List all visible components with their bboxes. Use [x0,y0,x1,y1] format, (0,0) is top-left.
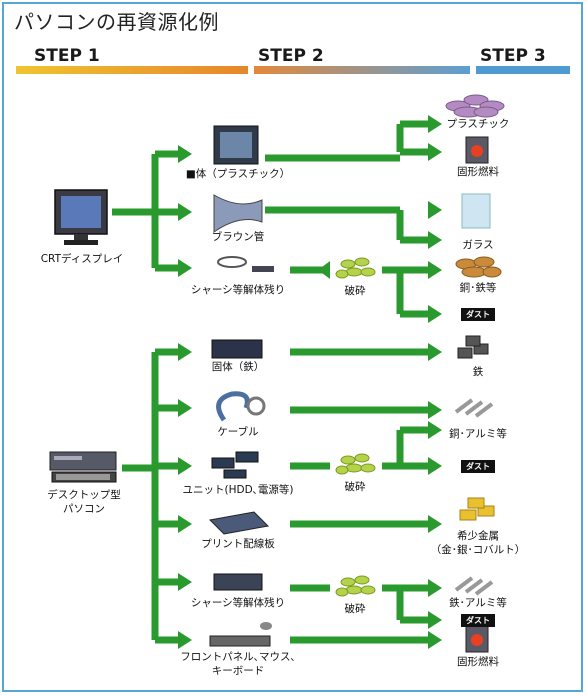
crushed-pile-icon [335,257,376,279]
fuel-label-1: 固形燃料 [457,166,499,178]
iron-label: 鉄 [472,366,484,378]
crush-label-3: 破砕 [344,603,366,615]
diagram-title: パソコンの再資源化例 [14,10,219,34]
fuel-barrel-icon [465,136,489,164]
crt-tube-icon [213,194,263,233]
circuit-board-icon [208,511,270,535]
unit-icon [211,451,259,479]
plastic-pieces-icon [445,94,505,118]
rare-metal-label-line2: （金･銀･コバルト） [430,544,526,556]
iron-al-label: 鉄･アルミ等 [449,597,507,609]
dust-badge-2: ダスト [461,460,495,473]
glass-label: ガラス [462,239,494,251]
gold-bar-icon [459,497,495,521]
metal-rods-icon [454,398,494,418]
tube-label: ブラウン管 [211,231,265,243]
step-1-bar [16,66,248,74]
cabinet-label: ■体（プラスチック） [185,168,291,180]
cabinet-icon [213,125,259,165]
crushed-pile-icon [335,453,376,475]
glass-icon [461,193,491,229]
crt-monitor-icon [54,189,108,245]
plastic-label: プラスチック [446,118,510,130]
desktop-label-line2: パソコン [63,503,105,515]
crt-display-label: CRTディスプレイ [40,253,124,265]
iron-case-icon [211,339,263,359]
rare-metal-label-line1: 希少金属 [457,530,499,542]
front-panel-label-line1: フロントパネル､マウス､ [180,651,296,663]
step-2-bar [254,66,470,74]
copper-iron-icon [455,256,502,278]
case-label: 固体（鉄） [211,361,265,373]
copper-iron-label: 銅･鉄等 [459,282,497,294]
desktop-chassis-label: シャーシ等解体残り [190,597,286,609]
desktop-label-line1: デスクトップ型 [47,489,121,501]
dust-badge-3: ダスト [461,614,495,627]
metal-rods-icon [454,576,494,596]
cable-label: ケーブル [217,426,259,438]
step-3-bar [476,66,570,74]
chassis-icon [213,573,263,591]
step-2-label: STEP 2 [258,46,324,66]
chassis-icon [217,256,274,272]
crushed-pile-icon [335,575,376,597]
unit-label: ユニット(HDD､電源等) [182,484,294,496]
crush-label-1: 破砕 [344,285,366,297]
iron-ingot-icon [457,335,489,359]
cable-icon [216,391,266,422]
crush-label-2: 破砕 [344,481,366,493]
crt-chassis-label: シャーシ等解体残り [190,284,286,296]
desktop-pc-icon [49,451,117,483]
fuel-label-2: 固形燃料 [457,656,499,668]
dust-badge-1: ダスト [461,308,495,321]
front-panel-label-line2: キーボード [211,665,265,677]
step-1-label: STEP 1 [34,46,100,66]
step-3-label: STEP 3 [480,46,546,66]
board-label: プリント配線板 [201,538,275,550]
copper-al-label: 銅･アルミ等 [449,428,507,440]
fuel-barrel-icon [465,625,489,653]
keyboard-mouse-icon [209,622,272,647]
